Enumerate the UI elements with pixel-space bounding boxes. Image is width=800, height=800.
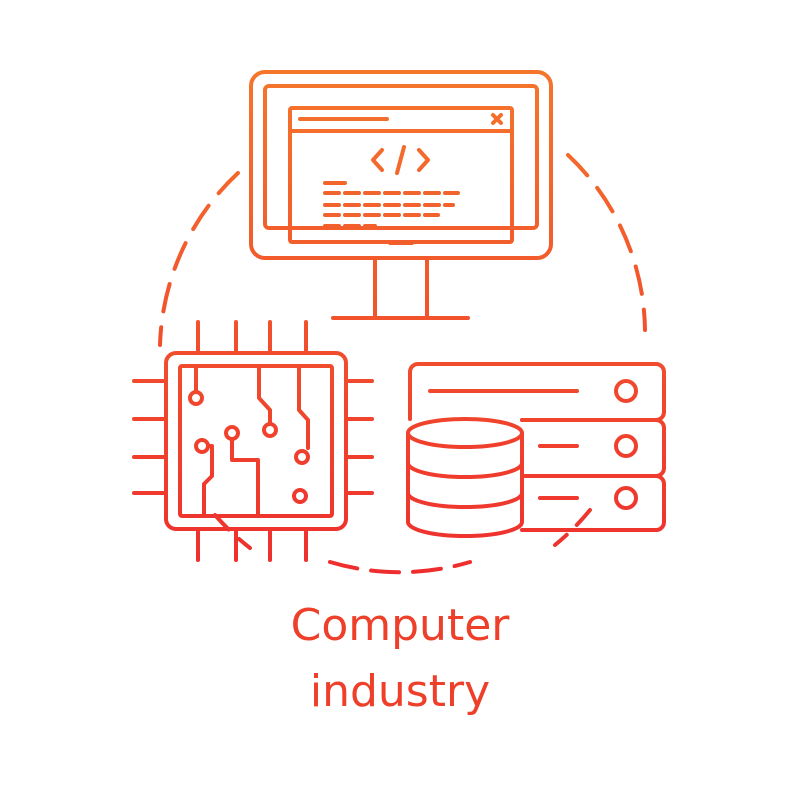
caption-line-1: Computer xyxy=(290,600,510,651)
server-rack-icon xyxy=(408,362,666,532)
cpu-chip-icon xyxy=(132,320,374,562)
code-window-icon xyxy=(288,106,514,244)
code-lines xyxy=(323,181,460,228)
monitor-icon xyxy=(249,70,553,320)
caption-line-2: industry xyxy=(309,666,491,717)
database-icon xyxy=(406,417,524,538)
